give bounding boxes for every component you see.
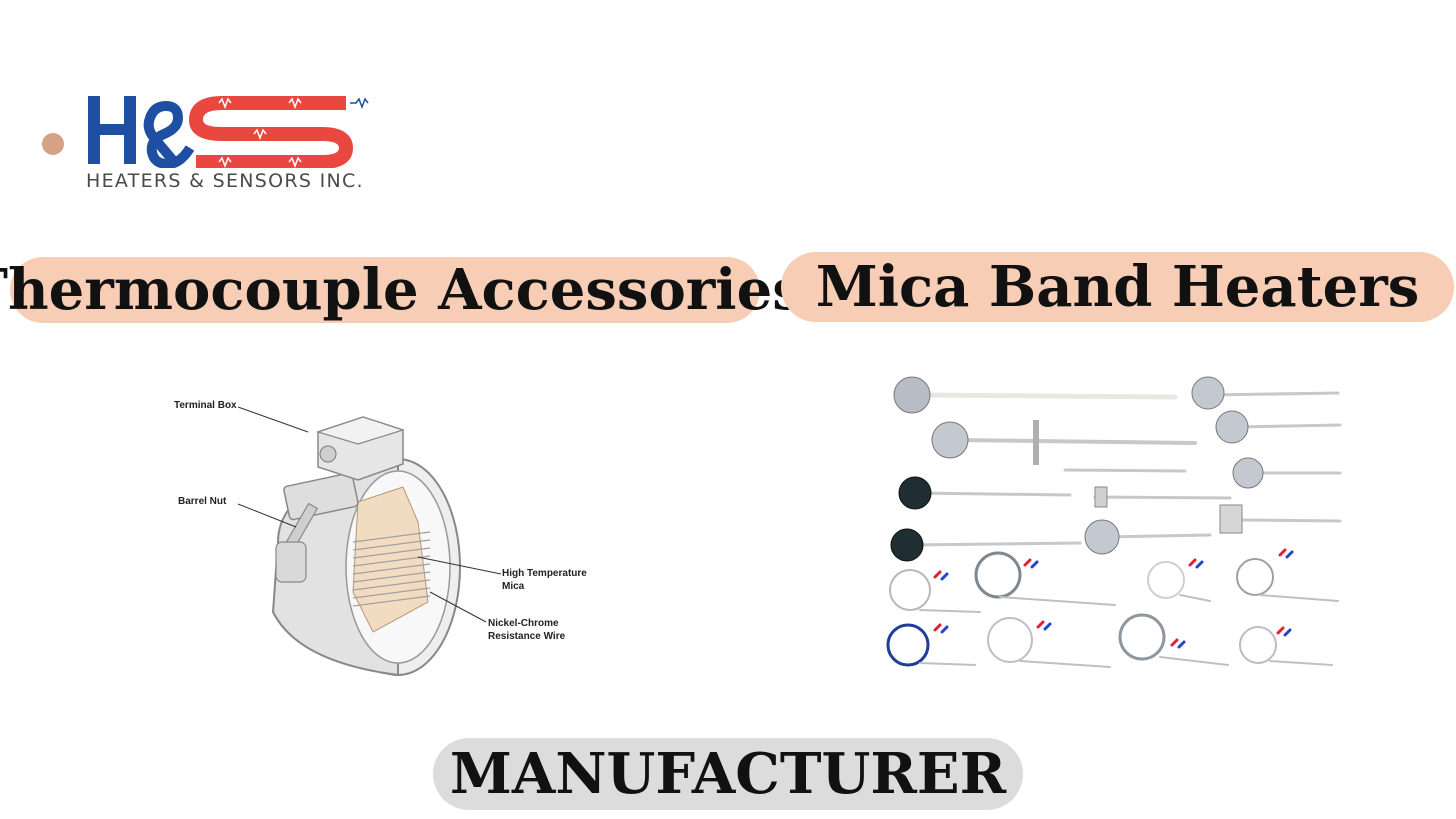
heading-manufacturer: MANUFACTURER	[433, 738, 1023, 810]
heading-thermocouple-accessories: Thermocouple Accessories	[0, 257, 804, 323]
logo-tagline: HEATERS & SENSORS INC.	[86, 170, 364, 192]
label-mica-1: High Temperature	[502, 568, 587, 579]
label-mica-2: Mica	[502, 581, 525, 592]
mica-band-heater-diagram: Terminal Box Barrel Nut High Temperature…	[168, 392, 608, 677]
label-barrel-nut: Barrel Nut	[178, 496, 227, 507]
hs-logo-mark-icon	[88, 96, 369, 168]
label-wire-2: Resistance Wire	[488, 631, 566, 642]
heading-mica-band-heaters: Mica Band Heaters	[781, 252, 1454, 322]
bullet-dot	[42, 133, 64, 155]
company-logo[interactable]: HEATERS & SENSORS INC.	[84, 88, 384, 198]
label-terminal-box: Terminal Box	[174, 400, 237, 411]
label-wire-1: Nickel-Chrome	[488, 618, 559, 629]
thermocouple-assortment-image	[880, 365, 1350, 680]
